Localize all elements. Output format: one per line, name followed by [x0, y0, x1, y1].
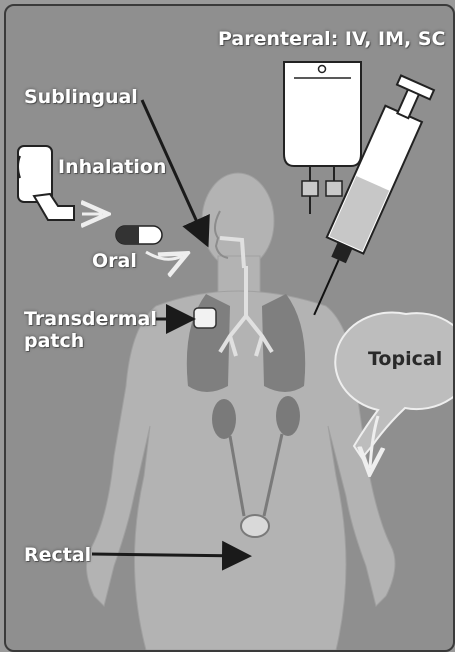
label-patch: patch	[24, 330, 84, 352]
label-inhalation: Inhalation	[58, 156, 166, 178]
label-parenteral: Parenteral: IV, IM, SC	[218, 28, 446, 50]
label-rectal: Rectal	[24, 544, 91, 566]
label-sublingual: Sublingual	[24, 86, 138, 108]
label-topical: Topical	[368, 348, 442, 370]
transdermal-patch-icon	[194, 308, 216, 328]
label-transdermal: Transdermal	[24, 308, 157, 330]
label-oral: Oral	[92, 250, 137, 272]
diagram-frame: Parenteral: IV, IM, SC Sublingual Inhala…	[4, 4, 455, 652]
